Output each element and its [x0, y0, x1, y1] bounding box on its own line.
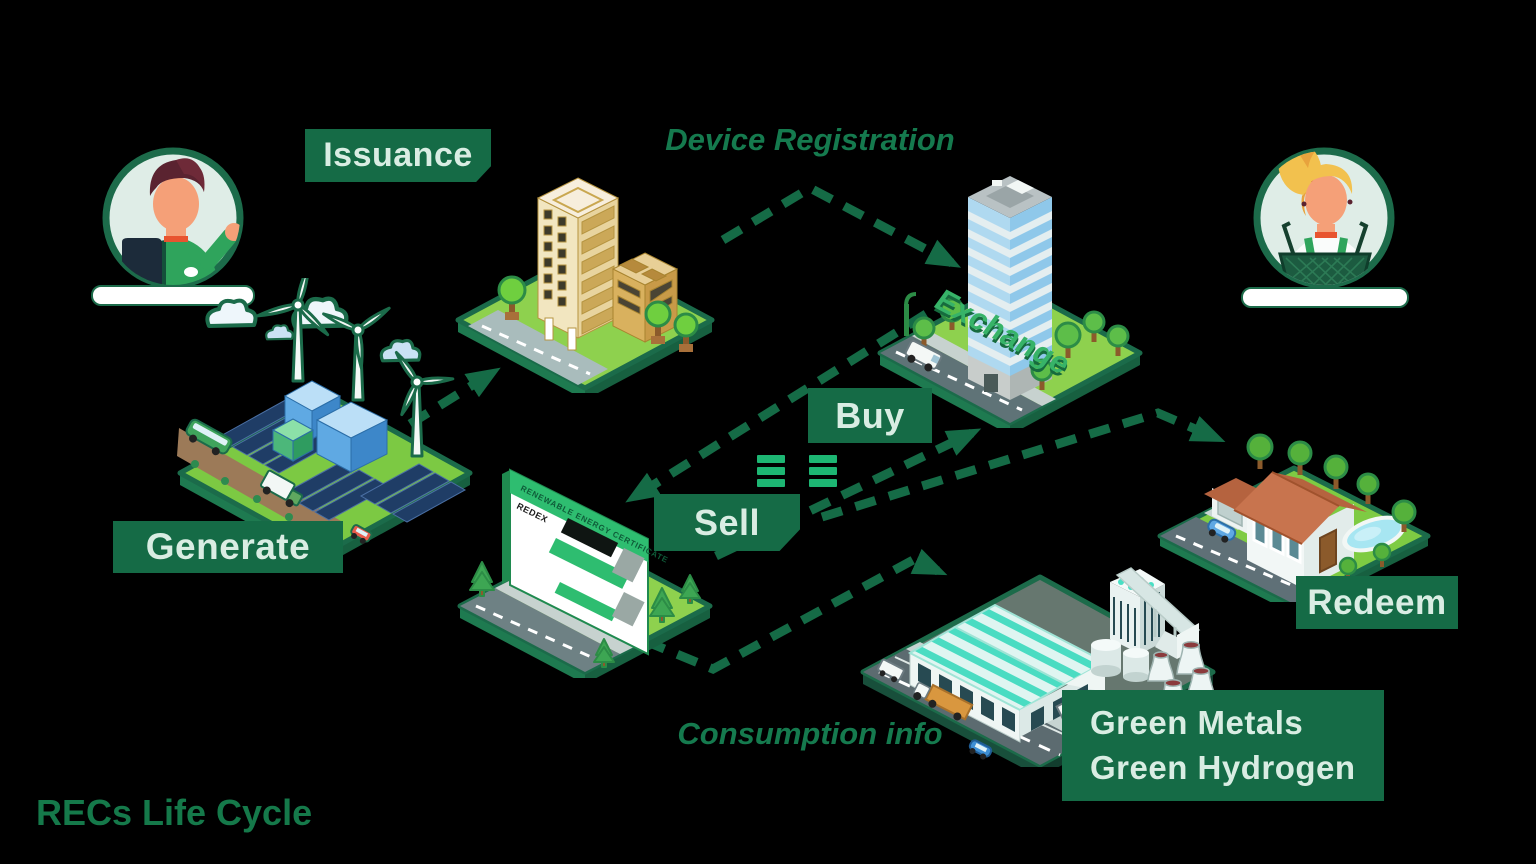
container-truck-icon — [913, 682, 974, 721]
arrow-generate-to-issuance — [407, 367, 501, 428]
van-icon — [904, 340, 943, 372]
pine-tree-icon — [469, 561, 701, 668]
car-icon — [968, 739, 993, 760]
buy-label-text: Buy — [835, 394, 905, 436]
tree-icon — [1246, 433, 1417, 595]
battery-building-icon — [271, 380, 389, 473]
green-metals-text: Green Metals — [1090, 703, 1304, 741]
truck-icon — [259, 469, 304, 508]
generate-label: Generate — [113, 521, 343, 573]
factory-illustration — [860, 567, 1216, 767]
issuance-label-text: Issuance — [323, 136, 473, 174]
buy-label: Buy — [808, 388, 932, 443]
tree-icon — [497, 275, 699, 352]
exchange-building-illustration: Exchange Exchange — [877, 176, 1143, 428]
redeem-label-text: Redeem — [1307, 582, 1447, 622]
seller-avatar — [91, 147, 255, 306]
green-products-label: Green Metals Green Hydrogen — [1062, 690, 1384, 801]
trade-bars-left-icon — [757, 455, 785, 487]
device-registration-text: Device Registration — [665, 122, 955, 157]
sell-label: Sell — [654, 494, 800, 551]
office-building-icon — [536, 177, 620, 351]
house-illustration — [1157, 433, 1431, 602]
buyer-avatar — [1241, 147, 1409, 308]
redeem-label: Redeem — [1296, 576, 1458, 629]
annex-building-icon — [611, 252, 679, 343]
issuance-label: Issuance — [305, 129, 491, 182]
van-icon — [877, 658, 905, 683]
bus-icon — [185, 418, 233, 456]
storage-tank-icon — [1091, 639, 1149, 682]
wind-turbine-icon — [255, 278, 455, 458]
consumption-info-text: Consumption info — [677, 716, 943, 751]
arrow-sell — [625, 310, 929, 503]
arrow-consumption-info — [643, 548, 948, 674]
car-icon — [1207, 518, 1237, 543]
sell-label-text: Sell — [693, 501, 761, 543]
green-hydrogen-text: Green Hydrogen — [1090, 748, 1356, 786]
generate-label-text: Generate — [145, 526, 311, 567]
certificate-illustration: RENEWABLE ENERGY CERTIFICATE REDEX — [457, 468, 713, 678]
wind-solar-farm-illustration — [177, 278, 473, 558]
tree-icon — [912, 297, 1130, 390]
pool-icon — [1342, 515, 1406, 553]
car-icon — [350, 524, 373, 544]
issuance-registry-building-illustration — [455, 177, 715, 393]
arrow-exchange-to-redeem — [820, 408, 1226, 522]
trade-bars-right-icon — [809, 455, 837, 487]
diagram-title: RECs Life Cycle — [36, 792, 313, 833]
